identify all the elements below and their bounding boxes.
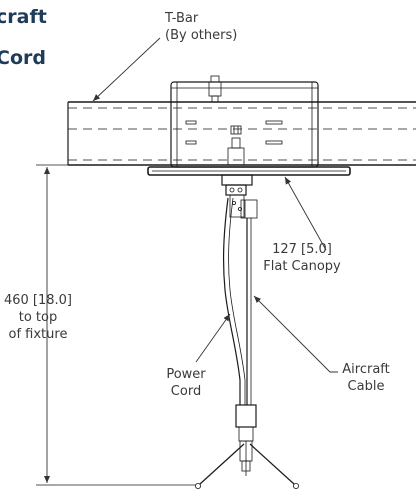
junction-box xyxy=(170,75,319,168)
power-cord xyxy=(222,197,241,405)
tbar-leader xyxy=(92,37,161,102)
t-bar-beam xyxy=(67,101,416,166)
power-cord-leader xyxy=(195,313,231,363)
power-cord-label-line-2: Cord xyxy=(171,384,201,399)
tbar-label-line-2: (By others) xyxy=(165,28,237,43)
aircraft-cable-label-line-2: Cable xyxy=(348,379,385,394)
power-cord-outline xyxy=(228,197,246,405)
title-line-1: craft xyxy=(0,6,47,28)
flat-canopy xyxy=(147,166,351,176)
aircraft-cable-leader xyxy=(253,295,338,373)
title-line-2: Cord xyxy=(0,47,46,69)
height-label-line-1: 460 [18.0] xyxy=(4,293,72,308)
height-label-line-2: to top xyxy=(19,310,58,325)
tbar-label-line-1: T-Bar xyxy=(164,11,199,26)
fixture-tripod xyxy=(194,443,299,489)
height-label-line-3: of fixture xyxy=(9,327,68,342)
canopy-label-line-1: 127 [5.0] xyxy=(272,242,332,257)
canopy-stem xyxy=(221,174,258,219)
canopy-label-line-2: Flat Canopy xyxy=(263,259,341,274)
height-dimension xyxy=(36,164,196,486)
canopy-leader xyxy=(284,176,327,251)
power-cord-label-line-1: Power xyxy=(166,367,206,382)
aircraft-cable-label-line-1: Aircraft xyxy=(342,362,389,377)
